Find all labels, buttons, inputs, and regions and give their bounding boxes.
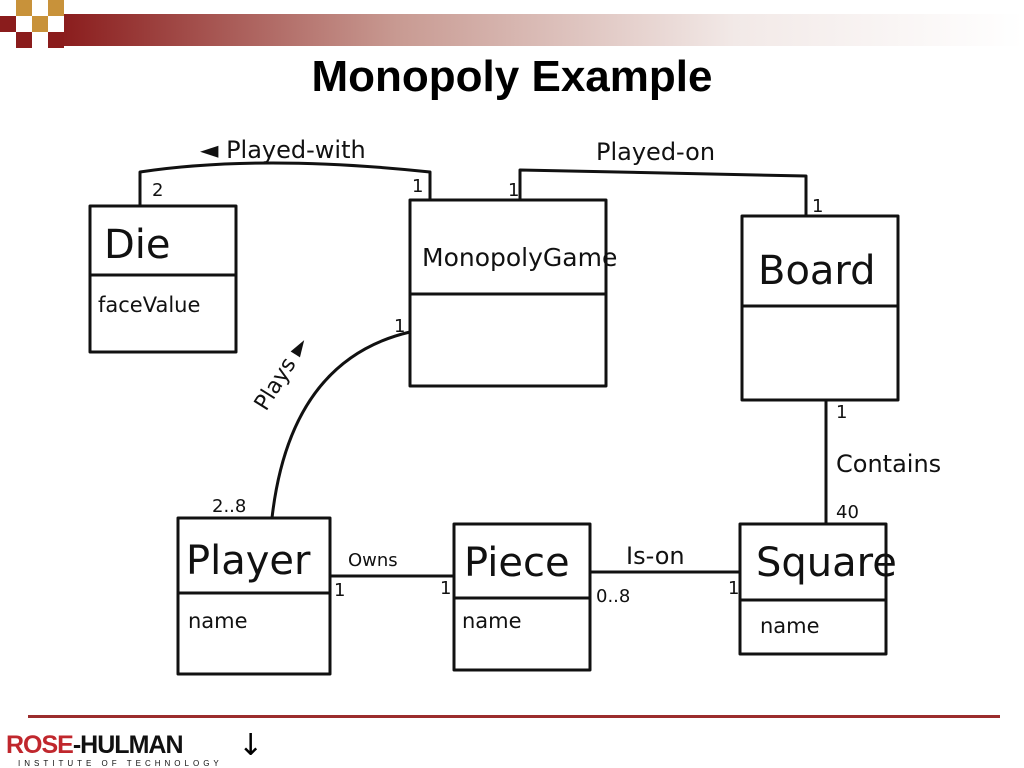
uml-class-diagram: Die faceValue MonopolyGame Board Player … [88, 136, 941, 676]
monopolygame-class-name: MonopolyGame [422, 243, 617, 272]
down-arrow-icon[interactable]: ↓ [238, 728, 264, 763]
piece-class-name: Piece [464, 540, 570, 586]
footer-divider [28, 715, 1000, 718]
board-class-box [740, 214, 900, 402]
mult-player-owns: 1 [334, 580, 345, 601]
mult-game-played-on: 1 [508, 180, 519, 201]
plays-line [270, 330, 412, 520]
gradient-band-graphic [60, 14, 1024, 46]
rose-hulman-logo: ROSE-HULMAN INSTITUTE OF TECHNOLOGY [6, 733, 221, 768]
logo-rose: ROSE [6, 731, 74, 759]
slide-title: Monopoly Example [311, 52, 713, 101]
header-gradient-band [0, 0, 1024, 60]
die-class-attribute: faceValue [98, 293, 200, 317]
played-on-line [518, 168, 808, 218]
played-with-label: ◄ Played-with [200, 136, 366, 164]
mult-board-contains: 1 [836, 402, 847, 423]
played-with-line [138, 161, 432, 208]
plays-label: Plays ► [250, 333, 314, 415]
player-class-name: Player [186, 538, 311, 584]
mult-game-plays: 1 [394, 316, 405, 337]
mult-piece-is-on: 0..8 [596, 586, 630, 607]
is-on-label: Is-on [626, 542, 685, 570]
square-class-attribute: name [760, 614, 820, 638]
die-class-box [88, 204, 238, 354]
checker-logo-mark [0, 0, 80, 60]
mult-die-played-with: 2 [152, 180, 163, 201]
contains-label: Contains [836, 450, 941, 478]
played-on-label: Played-on [596, 138, 715, 166]
mult-piece-owns: 1 [440, 578, 451, 599]
mult-game-played-with: 1 [412, 176, 423, 197]
square-class-box [738, 522, 888, 656]
square-class-name: Square [756, 540, 897, 586]
logo-hulman: -HULMAN [72, 731, 184, 759]
mult-square-contains: 40 [836, 502, 859, 523]
piece-class-attribute: name [462, 609, 522, 633]
die-class-name: Die [104, 222, 171, 268]
board-class-name: Board [758, 248, 876, 294]
logo-wordmark: ROSE-HULMAN [6, 733, 183, 758]
player-class-box [176, 516, 332, 676]
owns-label: Owns [348, 550, 398, 571]
mult-board-played-on: 1 [812, 196, 823, 217]
player-class-attribute: name [188, 609, 248, 633]
mult-player-plays: 2..8 [212, 496, 246, 517]
logo-subtitle: INSTITUTE OF TECHNOLOGY [18, 759, 223, 768]
mult-square-is-on: 1 [728, 578, 739, 599]
